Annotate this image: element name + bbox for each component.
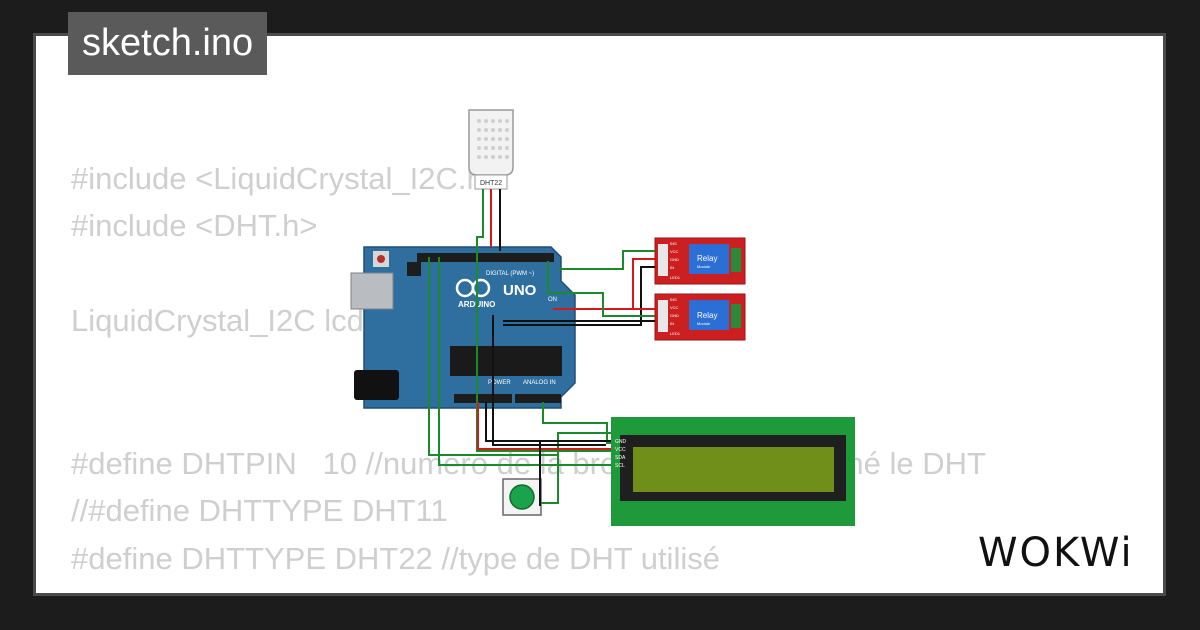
- code-line: //#define DHTTYPE DHT11: [71, 493, 448, 528]
- lcd-pin-label: SCL: [615, 463, 625, 469]
- relay-pin-label: IN: [670, 321, 674, 326]
- relay-pin-label: IN: [670, 265, 674, 270]
- relay-module-2[interactable]: Relay Module INS VCC GND IN LED1: [654, 293, 746, 341]
- lcd-pin-label: GND: [615, 439, 627, 445]
- code-line: LiquidCrystal_I2C lcd: [71, 303, 364, 338]
- digital-header: [417, 253, 554, 262]
- code-line: DHT dht(DHTPIN, DHTTYPE); //creation de …: [71, 586, 833, 593]
- relay-pin-label: INS: [670, 297, 677, 302]
- relay-led-label: LED1: [670, 275, 681, 280]
- microcontroller-chip: [450, 346, 562, 376]
- wokwi-logo: WOKWi: [978, 530, 1134, 576]
- relay-led-label: LED1: [670, 331, 681, 336]
- digital-label: DIGITAL (PWM ~): [486, 271, 534, 277]
- relay-pin-label: VCC: [670, 249, 679, 254]
- lcd-pin-label: VCC: [615, 447, 626, 453]
- lcd-pin-label: SDA: [615, 455, 626, 461]
- wokwi-logo-text: WOKWi: [978, 530, 1134, 576]
- relay-body: [689, 244, 729, 274]
- preview-card: #include <LiquidCrystal_I2C.h> #include …: [33, 33, 1166, 596]
- arduino-uno-board[interactable]: UNO ARDUINO DIGITAL (PWM ~) POWER ANALOG…: [350, 246, 576, 409]
- push-button[interactable]: [502, 478, 542, 516]
- analog-label: ANALOG IN: [523, 380, 556, 386]
- relay-label: Relay: [697, 254, 717, 263]
- relay-pin-label: INS: [670, 241, 677, 246]
- code-line: #define DHTTYPE DHT22 //type de DHT util…: [71, 541, 720, 576]
- relay-label: Relay: [697, 311, 717, 320]
- relay-module-label: Module: [697, 264, 711, 269]
- lcd-i2c-display[interactable]: GND VCC SDA SCL: [611, 417, 855, 526]
- uno-label: UNO: [503, 282, 537, 299]
- relay-pin-label: VCC: [670, 305, 679, 310]
- wires: [428, 189, 655, 506]
- circuit-diagram: UNO ARDUINO DIGITAL (PWM ~) POWER ANALOG…: [350, 109, 855, 526]
- code-line: #include <DHT.h>: [71, 208, 318, 243]
- power-jack: [354, 370, 399, 400]
- relay-pin-label: GND: [670, 257, 679, 262]
- power-header: [454, 394, 512, 403]
- relay-module-1[interactable]: Relay Module INS VCC GND IN LED1: [654, 237, 746, 285]
- power-label: POWER: [488, 380, 511, 386]
- code-line: #include <LiquidCrystal_I2C.h>: [71, 161, 502, 196]
- dht22-label: DHT22: [480, 180, 502, 187]
- lcd-screen: [633, 447, 834, 492]
- on-label: ON: [548, 297, 557, 303]
- usb-port: [350, 272, 394, 310]
- dht22-sensor[interactable]: DHT22: [468, 109, 514, 190]
- relay-module-label: Module: [697, 321, 711, 326]
- analog-header: [515, 394, 561, 403]
- relay-body: [689, 300, 729, 330]
- sketch-title-badge: sketch.ino: [68, 12, 268, 75]
- relay-pin-label: GND: [670, 313, 679, 318]
